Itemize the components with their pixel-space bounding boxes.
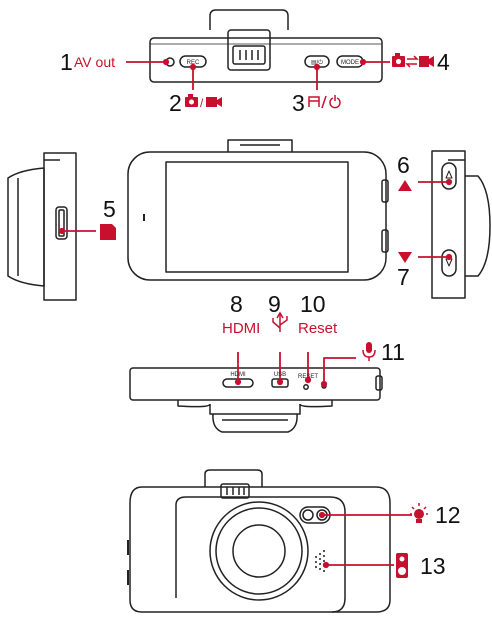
left-side-view — [7, 152, 77, 301]
mode-button-label: MODE — [341, 60, 359, 66]
top-view — [149, 9, 383, 83]
callout-label-reset: Reset — [298, 320, 338, 337]
usb-icon — [272, 311, 288, 332]
callout-number-13: 13 — [420, 553, 446, 579]
callout-number-7: 7 — [397, 264, 410, 290]
callout-number-3: 3 — [292, 90, 305, 116]
svg-text:/: / — [200, 96, 204, 110]
callout-number-1: 1 — [60, 49, 73, 75]
speaker-grille — [315, 550, 325, 572]
menu-power-icon — [308, 95, 341, 109]
callout-number-6: 6 — [397, 152, 410, 178]
rec-button-label: REC — [187, 60, 200, 66]
callout-number-8: 8 — [230, 291, 243, 317]
callout-number-9: 9 — [268, 291, 281, 317]
callout-number-10: 10 — [300, 291, 326, 317]
bottom-view — [129, 367, 383, 433]
down-button — [441, 249, 457, 277]
microphone-icon — [362, 342, 376, 361]
sd-card-icon — [100, 224, 116, 240]
callout-number-12: 12 — [435, 502, 461, 528]
up-arrow-icon — [398, 180, 412, 191]
front-lens-view — [127, 469, 391, 613]
led-light-icon — [410, 503, 428, 523]
callout-number-11: 11 — [381, 339, 405, 365]
callout-label-av-out: AV out — [74, 54, 115, 70]
callout-label-hdmi: HDMI — [222, 320, 261, 337]
hdmi-port-label: HDMI — [230, 372, 246, 378]
callout-number-2: 2 — [169, 90, 182, 116]
menu-button-label: ▤/⏻ — [311, 59, 323, 66]
speaker-icon — [396, 553, 408, 578]
right-side-view — [431, 150, 491, 299]
up-button — [441, 162, 457, 190]
camera-video-icon: / — [185, 94, 222, 110]
mode-switch-icon — [392, 53, 434, 68]
reset-hole-label: RESET — [298, 374, 318, 380]
reset-hole — [303, 384, 309, 390]
down-arrow-icon — [398, 252, 412, 263]
callout-number-4: 4 — [437, 49, 450, 75]
callout-lines — [58, 58, 453, 569]
front-screen-view — [127, 139, 389, 281]
usb-port-label: USB — [274, 372, 286, 378]
callout-number-5: 5 — [103, 196, 116, 222]
